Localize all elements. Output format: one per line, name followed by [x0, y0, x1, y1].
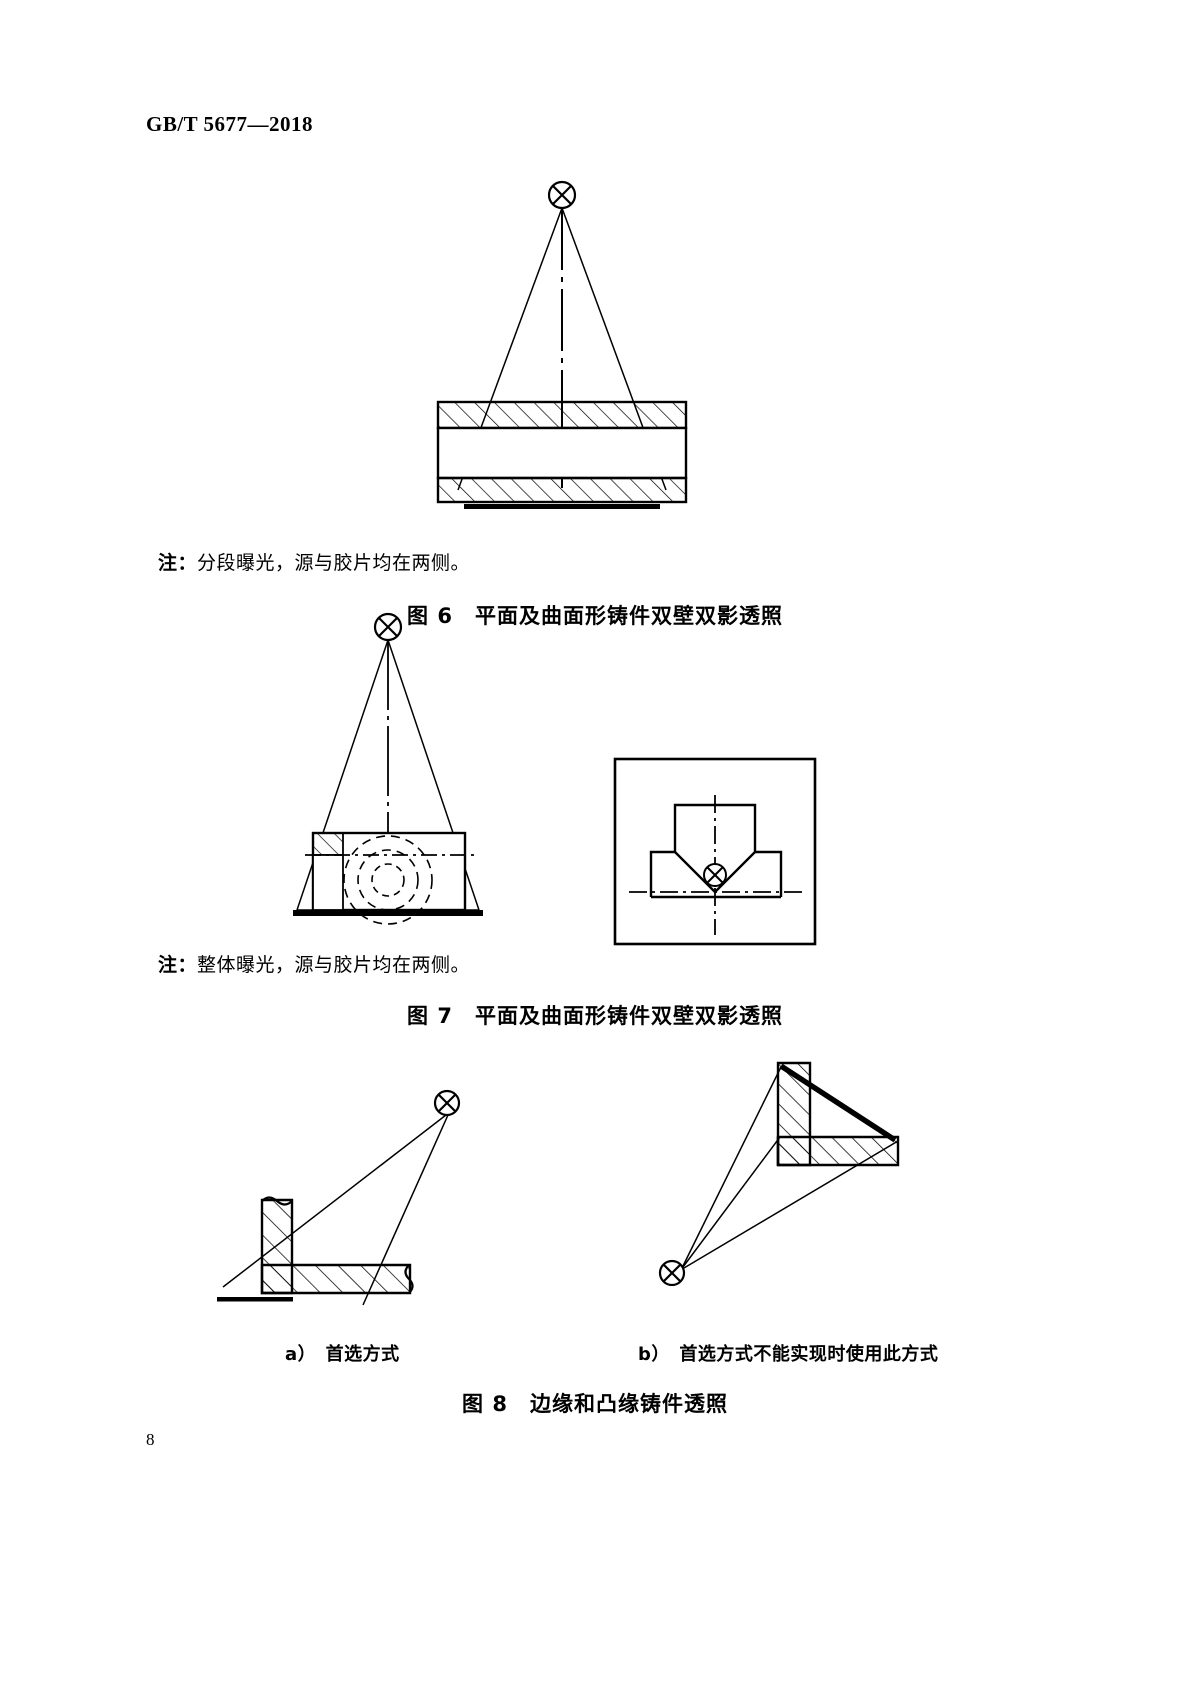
radiation-source-icon-fig8a: [433, 1089, 461, 1117]
casting-body-fig7: [305, 831, 475, 925]
page-header-standard-number: GB/T 5677—2018: [146, 112, 314, 136]
figure-7-drawing-right: [613, 757, 818, 947]
figure-6-caption: 图 6 平面及曲面形铸件双壁双影透照: [407, 604, 783, 628]
figure-7-note: 注：整体曝光，源与胶片均在两侧。: [158, 950, 470, 977]
pipe-section-fig6: [436, 400, 688, 504]
figure-8a-subcaption: a） 首选方式: [285, 1344, 400, 1365]
figure-7-caption: 图 7 平面及曲面形铸件双壁双影透照: [407, 1004, 783, 1028]
figure-6-note-label: 注：: [158, 552, 198, 574]
film-strip-fig6: [464, 504, 660, 509]
figure-7-note-label: 注：: [158, 954, 198, 976]
figure-8-caption: 图 8 边缘和凸缘铸件透照: [462, 1392, 728, 1416]
radiation-source-icon-fig7: [373, 612, 403, 642]
figure-8b-drawing: [650, 1055, 930, 1315]
beam-lines-fig8b: [682, 1066, 899, 1269]
figure-8a-drawing: [205, 1065, 485, 1315]
figure-6-note: 注：分段曝光，源与胶片均在两侧。: [158, 548, 470, 575]
figure-6-note-text: 分段曝光，源与胶片均在两侧。: [197, 552, 471, 574]
corner-casting-fig8a: [260, 1196, 414, 1295]
radiation-source-icon-fig7-plan: [703, 863, 727, 887]
film-strip-diagonal-fig8b: [779, 1063, 897, 1143]
page-number: 8: [146, 1430, 155, 1449]
film-strip-fig7: [293, 910, 483, 916]
figure-8b-subcaption: b） 首选方式不能实现时使用此方式: [638, 1344, 939, 1365]
radiation-source-icon-fig8b: [658, 1259, 686, 1287]
film-strip-fig8a: [217, 1297, 293, 1302]
figure-7-drawing-left: [275, 605, 525, 935]
flange-casting-fig8b: [776, 1061, 900, 1167]
figure-7-note-text: 整体曝光，源与胶片均在两侧。: [197, 954, 471, 976]
radiation-source-icon-fig6: [547, 180, 577, 210]
figure-6-drawing: [400, 170, 740, 509]
